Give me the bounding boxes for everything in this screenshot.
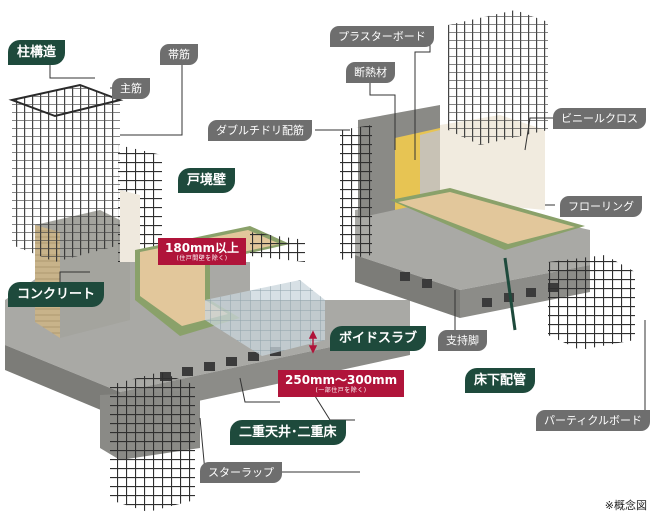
label-column-structure: 柱構造 [8,40,66,65]
label-flooring: フローリング [560,196,642,217]
slab-thickness-arrow [308,330,318,354]
label-concrete: コンクリート [8,282,105,307]
right-column-rebar [448,10,548,145]
stirrup-rebar [110,372,195,512]
label-double-ceiling-floor: 二重天井･二重床 [230,420,346,445]
slab-rebar-right [250,232,305,262]
wall-thickness-value: 180mm以上 [165,241,240,255]
label-slab-thickness: 250mm～300mm (一部住戸を除く) [278,370,405,397]
left-slab-front [5,345,120,418]
label-support-leg: 支持脚 [438,330,487,351]
plaster-board [420,130,440,205]
right-beam-rebar [548,255,635,350]
label-vinyl-cloth: ビニールクロス [553,108,646,129]
column-rebar-cage [12,85,120,262]
label-underfloor-piping: 床下配管 [465,368,536,393]
label-particle-board: パーティクルボード [536,410,651,431]
label-void-slab: ボイドスラブ [330,326,427,351]
right-wood-floor [398,192,575,244]
label-plaster-board: プラスターボード [330,26,434,47]
label-wall-thickness: 180mm以上 (住戸間壁を除く) [158,238,247,265]
label-double-zigzag: ダブルチドリ配筋 [208,120,312,141]
label-party-wall: 戸境壁 [178,168,236,193]
slab-thickness-value: 250mm～300mm [285,373,398,387]
double-zigzag-rebar [340,125,372,260]
slab-thickness-note: (一部住戸を除く) [315,387,367,394]
vinyl-cloth-wall [440,115,545,210]
wall-thickness-note: (住戸間壁を除く) [176,255,228,262]
label-main-rebar: 主筋 [112,78,150,99]
label-hoop: 帯筋 [160,44,198,65]
party-wall-face [120,190,140,262]
right-slab-front [355,255,460,318]
underfloor-pipe [503,257,517,331]
label-insulation: 断熱材 [346,62,395,83]
label-stirrup: スターラップ [200,462,282,483]
concept-note: ※概念図 [604,499,647,512]
